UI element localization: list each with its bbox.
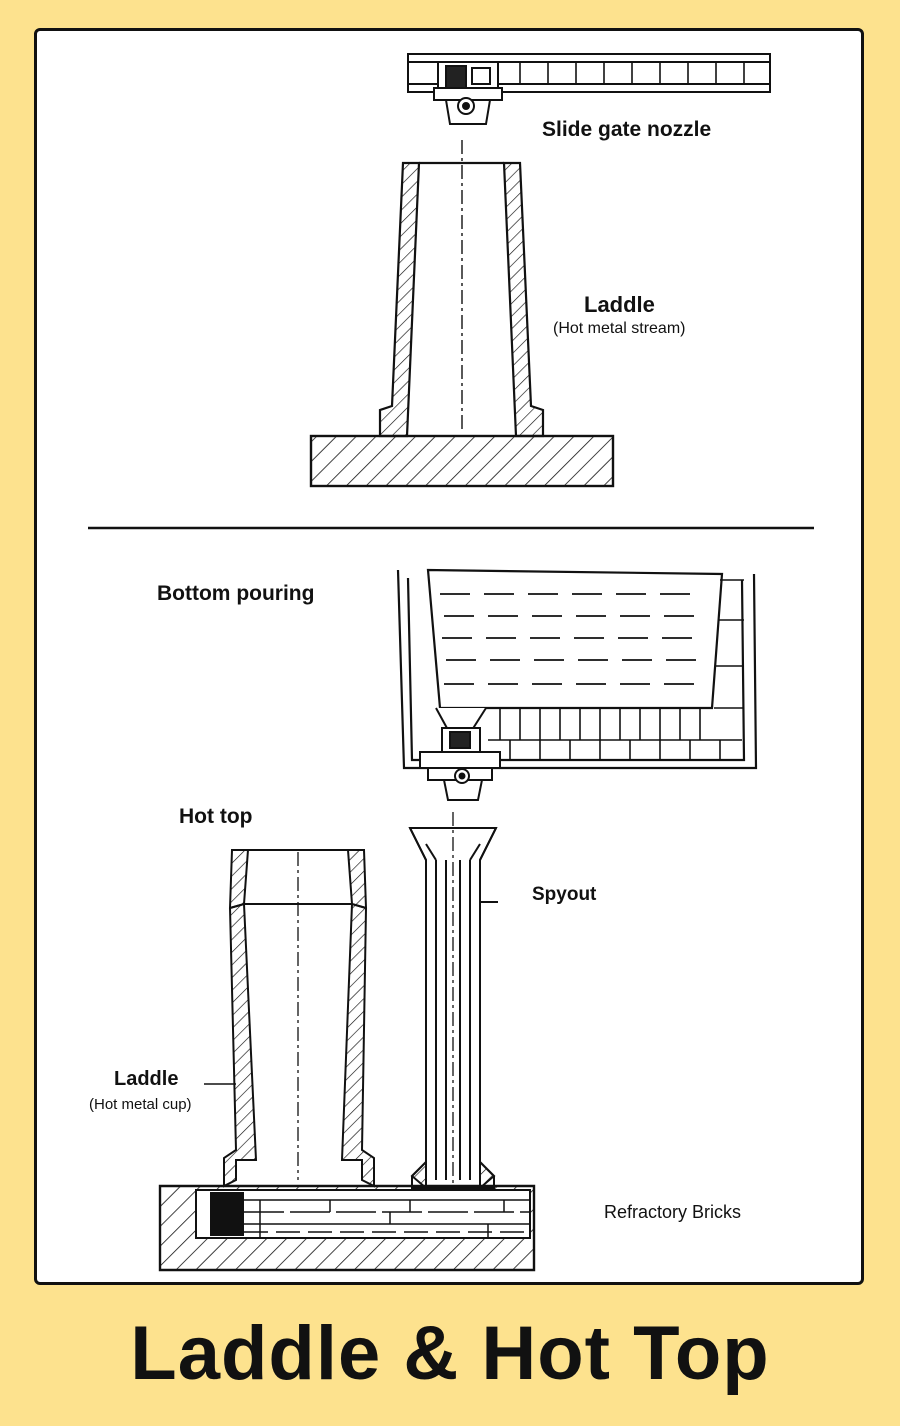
- label-laddle-top: Laddle: [584, 292, 655, 317]
- label-spyout: Spyout: [532, 884, 597, 905]
- bottom-nozzle-assembly: [419, 707, 501, 801]
- pouring-vessel: [396, 568, 758, 770]
- label-laddle-bottom-sub: (Hot metal cup): [89, 1096, 192, 1113]
- slide-gate-mechanism: [433, 61, 503, 125]
- label-slide-gate-nozzle: Slide gate nozzle: [542, 118, 712, 141]
- label-refractory-bricks: Refractory Bricks: [604, 1202, 742, 1222]
- label-bottom-pouring: Bottom pouring: [157, 582, 315, 605]
- label-laddle-top-sub: (Hot metal stream): [553, 320, 686, 337]
- vessel-brick-lining: [488, 579, 744, 760]
- spyout-column: [408, 827, 498, 1191]
- page-title: Laddle & Hot Top: [130, 1311, 770, 1396]
- label-hot-top: Hot top: [179, 805, 253, 828]
- refractory-base: [158, 1184, 536, 1272]
- label-laddle-bottom: Laddle: [114, 1068, 179, 1090]
- top-base-plate: [309, 434, 615, 488]
- hot-top-cup: [223, 849, 375, 1188]
